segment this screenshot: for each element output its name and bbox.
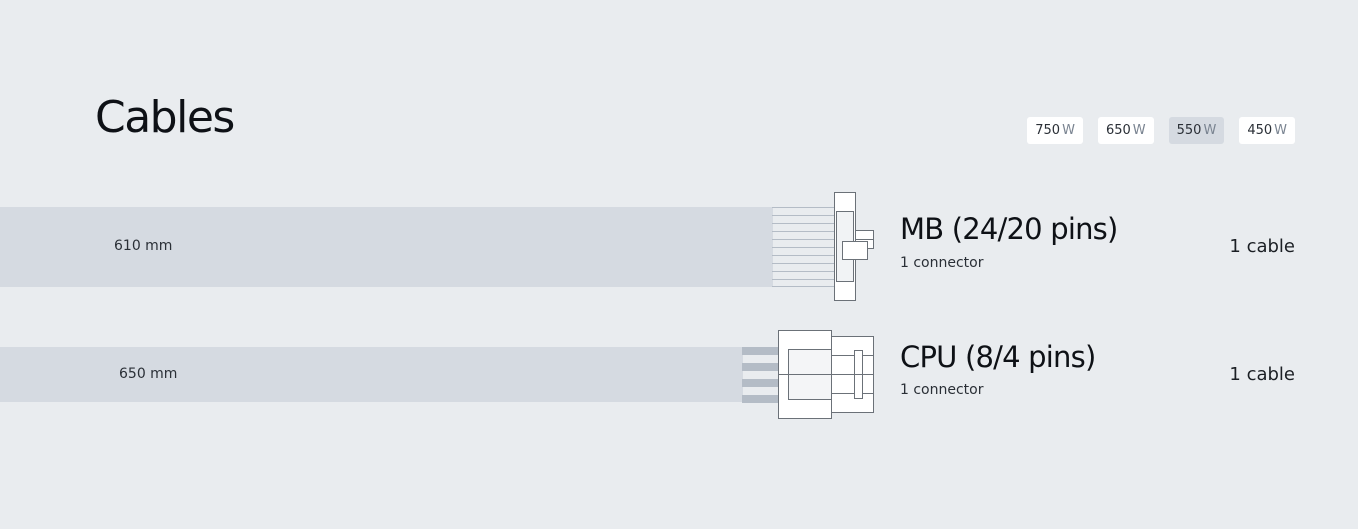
wattage-value: 750 bbox=[1035, 123, 1061, 138]
wattage-value: 650 bbox=[1105, 123, 1131, 138]
wattage-unit: W bbox=[1203, 123, 1217, 138]
wattage-unit: W bbox=[1062, 123, 1075, 138]
cable-length: 610 mm bbox=[114, 238, 173, 254]
connector-count: 1 connector bbox=[900, 382, 984, 398]
cable-count: 1 cable bbox=[1229, 236, 1295, 257]
connector-count: 1 connector bbox=[900, 255, 984, 271]
wattage-unit: W bbox=[1274, 123, 1287, 138]
wattage-value: 450 bbox=[1247, 123, 1273, 138]
cable-name: MB (24/20 pins) bbox=[900, 212, 1118, 246]
cable-band bbox=[0, 347, 743, 402]
wattage-tab-550[interactable]: 550 W bbox=[1168, 117, 1225, 144]
wattage-unit: W bbox=[1132, 123, 1146, 138]
wattage-tab-650[interactable]: 650 W bbox=[1097, 117, 1154, 144]
page-title: Cables bbox=[95, 92, 235, 143]
cable-length: 650 mm bbox=[119, 366, 178, 382]
wattage-value: 550 bbox=[1176, 123, 1202, 138]
cable-count: 1 cable bbox=[1229, 364, 1295, 385]
cable-name: CPU (8/4 pins) bbox=[900, 340, 1096, 374]
wattage-tab-450[interactable]: 450 W bbox=[1239, 117, 1295, 144]
cable-band bbox=[0, 207, 773, 287]
wattage-selector: 750 W 650 W 550 W 450 W bbox=[1027, 117, 1295, 144]
wattage-tab-750[interactable]: 750 W bbox=[1027, 117, 1083, 144]
cpu-8pin-connector-icon bbox=[742, 330, 874, 419]
mb-24pin-connector-icon bbox=[772, 192, 874, 301]
